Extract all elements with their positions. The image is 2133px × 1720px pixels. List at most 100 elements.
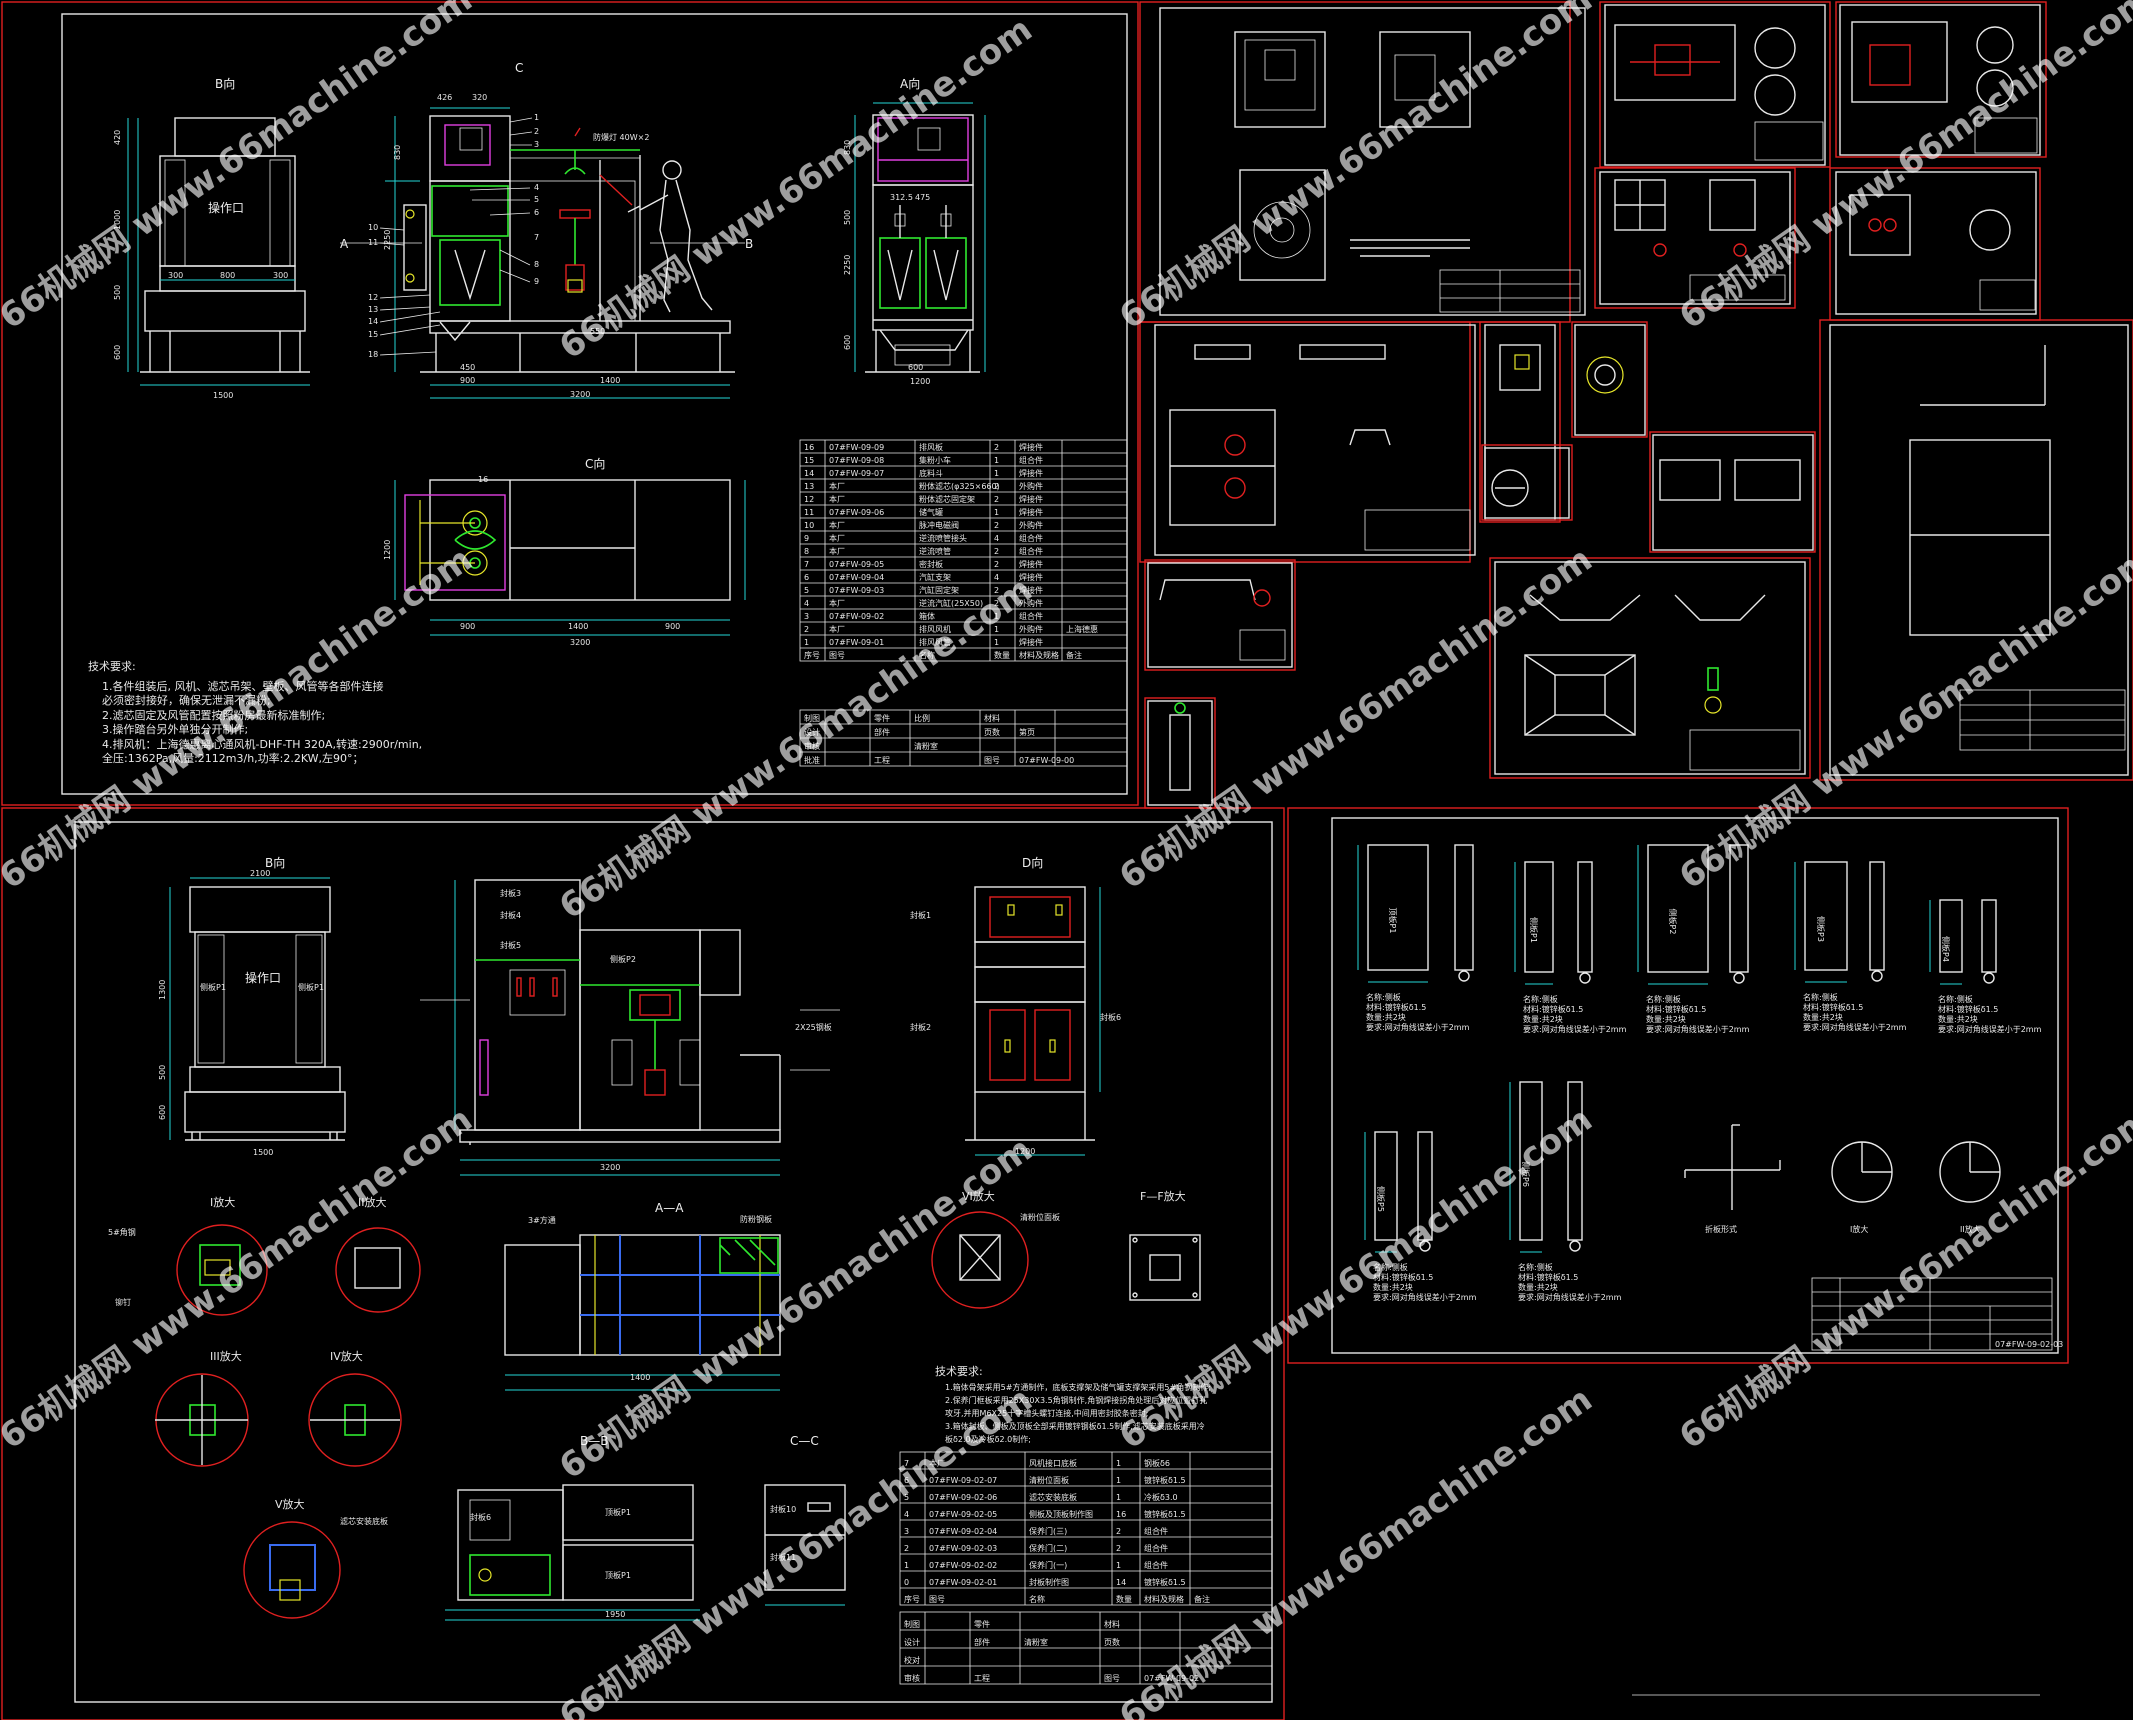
bom-cell: 1 <box>994 625 999 634</box>
bom-cell: 2 <box>804 625 809 634</box>
label-filter-plate: 滤芯安装底板 <box>340 1516 388 1526</box>
section-mark-a: A <box>340 237 349 251</box>
bom-cell: 5 <box>804 586 809 595</box>
sheet-1-assembly[interactable]: B向 操作口 1500 300 800 300 420 1000 500 600 <box>88 61 1128 767</box>
bom-cell: 7 <box>804 560 809 569</box>
panel-spec: 名称:侧板 <box>1938 994 1973 1004</box>
bom-cell: 侧板及顶板制作图 <box>1029 1509 1093 1519</box>
bom-cell: 粉体滤芯固定架 <box>919 494 975 504</box>
svg-text:技术要求:: 技术要求: <box>88 660 136 673</box>
detail-vi: VI放大 <box>962 1189 995 1203</box>
detail-v: V放大 <box>275 1497 305 1511</box>
front-view-drawing <box>340 107 745 399</box>
bom-cell: 汽缸支架 <box>919 572 951 582</box>
bb-panel6: 封板6 <box>470 1512 491 1522</box>
title-block-cell: 校对 <box>904 1655 920 1665</box>
view-bb: B—B <box>580 1434 608 1448</box>
svg-text:7: 7 <box>534 233 539 242</box>
dim-426: 426 <box>437 93 452 102</box>
bom-cell: 07#FW-09-02-03 <box>929 1544 997 1553</box>
detail-iii: III放大 <box>210 1349 242 1363</box>
bom-cell: 07#FW-09-08 <box>829 456 884 465</box>
dim-1500-b2: 1500 <box>253 1148 273 1157</box>
bom-cell: 07#FW-09-01 <box>829 638 884 647</box>
sheet-4-panels[interactable]: 顶板P1名称:侧板材料:镀锌板δ1.5数量:共2块要求:网对角线误差小于2mm侧… <box>1357 844 2063 1351</box>
bom-cell: 07#FW-09-03 <box>829 586 884 595</box>
title-block-cell: 制图 <box>804 713 820 723</box>
cc-panel11: 封板11 <box>770 1552 796 1562</box>
dim-300b: 300 <box>273 271 288 280</box>
svg-text:10: 10 <box>368 223 378 232</box>
bom-cell: 保养门(三) <box>1029 1526 1067 1536</box>
bom-cell: 焊接件 <box>1019 637 1043 647</box>
bom-cell: 15 <box>804 456 814 465</box>
bom-cell: 1 <box>994 612 999 621</box>
bom-header-cell: 名称 <box>1029 1594 1045 1604</box>
svg-text:6: 6 <box>534 208 539 217</box>
panel-spec: 数量:共2块 <box>1938 1014 1978 1024</box>
title-block-cell: 零件 <box>874 713 890 723</box>
dim-2250-front: 2250 <box>383 230 392 250</box>
bom-header-cell: 数量 <box>1116 1594 1132 1604</box>
bom-cell: 本厂 <box>829 520 845 530</box>
panel-spec: 材料:镀锌板δ1.5 <box>1803 1002 1863 1012</box>
panel-spec: 名称:侧板 <box>1803 992 1838 1002</box>
panel-side <box>1567 1081 1583 1241</box>
detail-iv: IV放大 <box>330 1349 363 1363</box>
title-block-cell: 部件 <box>874 727 890 737</box>
panel-front <box>1374 1131 1398 1241</box>
svg-text:技术要求:: 技术要求: <box>935 1365 983 1378</box>
detail-circle-iv <box>308 1373 402 1467</box>
dim-2250-a: 2250 <box>843 255 852 275</box>
svg-text:5: 5 <box>534 195 539 204</box>
bom-cell: 10 <box>804 521 814 530</box>
panel-drawings: 顶板P1名称:侧板材料:镀锌板δ1.5数量:共2块要求:网对角线误差小于2mm侧… <box>1357 844 2042 1302</box>
bom-cell: 2 <box>994 521 999 530</box>
detail-sheets-top-right <box>1159 21 2126 791</box>
bom-cell: 07#FW-09-04 <box>829 573 884 582</box>
svg-text:1.箱体骨架采用5#方通制作，底板支撑架及储气罐支撑架采用5: 1.箱体骨架采用5#方通制作，底板支撑架及储气罐支撑架采用5#角钢制作; <box>945 1382 1211 1392</box>
svg-text:板δ2.0及冷板δ2.0制作;: 板δ2.0及冷板δ2.0制作; <box>945 1434 1031 1444</box>
title-block-cell: 设计 <box>804 727 820 737</box>
sheet-3-box-body[interactable]: B向 操作口 侧板P1 侧板P1 1500 2100 1300 500 600 <box>108 855 1273 1685</box>
bom-cell: 钢板δ6 <box>1144 1458 1170 1468</box>
bom-cell: 8 <box>804 547 809 556</box>
label-vi-face: 清粉位面板 <box>1020 1212 1060 1222</box>
bom-cell: 1 <box>994 456 999 465</box>
detail-circle-v <box>243 1521 341 1619</box>
dim-3125: 312.5 <box>890 193 913 202</box>
bom-cell: 外购件 <box>1019 598 1043 608</box>
bom-cell: 焊接件 <box>1019 507 1043 517</box>
panel-name: 侧板P2 <box>1668 909 1678 935</box>
view-aa: A—A <box>655 1201 684 1215</box>
bom-cell: 07#FW-09-02-04 <box>929 1527 997 1536</box>
dim-500-b2: 500 <box>158 1065 167 1080</box>
detail-ii: II放大 <box>358 1195 387 1209</box>
bom-cell: 12 <box>804 495 814 504</box>
dim-600-b2: 600 <box>158 1105 167 1120</box>
bom-cell: 本厂 <box>829 533 845 543</box>
bom-cell: 13 <box>804 482 814 491</box>
dim-450: 450 <box>460 363 475 372</box>
dim-900-c2: 900 <box>665 622 680 631</box>
bom-cell: 0 <box>904 1578 909 1587</box>
svg-text:2.保养门框板采用25X30X3.5角钢制作,角钢焊接拐角处: 2.保养门框板采用25X30X3.5角钢制作,角钢焊接拐角处理后对应位置打孔 <box>945 1395 1207 1405</box>
bom-cell: 逆流喷管接头 <box>919 533 967 543</box>
svg-text:8: 8 <box>534 260 539 269</box>
bom-cell: 9 <box>804 534 809 543</box>
detail-circle-i <box>176 1224 268 1316</box>
bom-cell: 本厂 <box>829 624 845 634</box>
title-block-cell: 比例 <box>914 713 930 723</box>
bom-cell: 本厂 <box>829 481 845 491</box>
bom-cell: 组合件 <box>1019 533 1043 543</box>
panel-spec: 数量:共2块 <box>1373 1282 1413 1292</box>
panel-spec: 名称:侧板 <box>1518 1262 1553 1272</box>
dim-1300-b2: 1300 <box>158 980 167 1000</box>
bom-cell: 组合件 <box>1019 455 1043 465</box>
bom-cell: 07#FW-09-02-01 <box>929 1578 997 1587</box>
dim-2100-b2: 2100 <box>250 869 270 878</box>
